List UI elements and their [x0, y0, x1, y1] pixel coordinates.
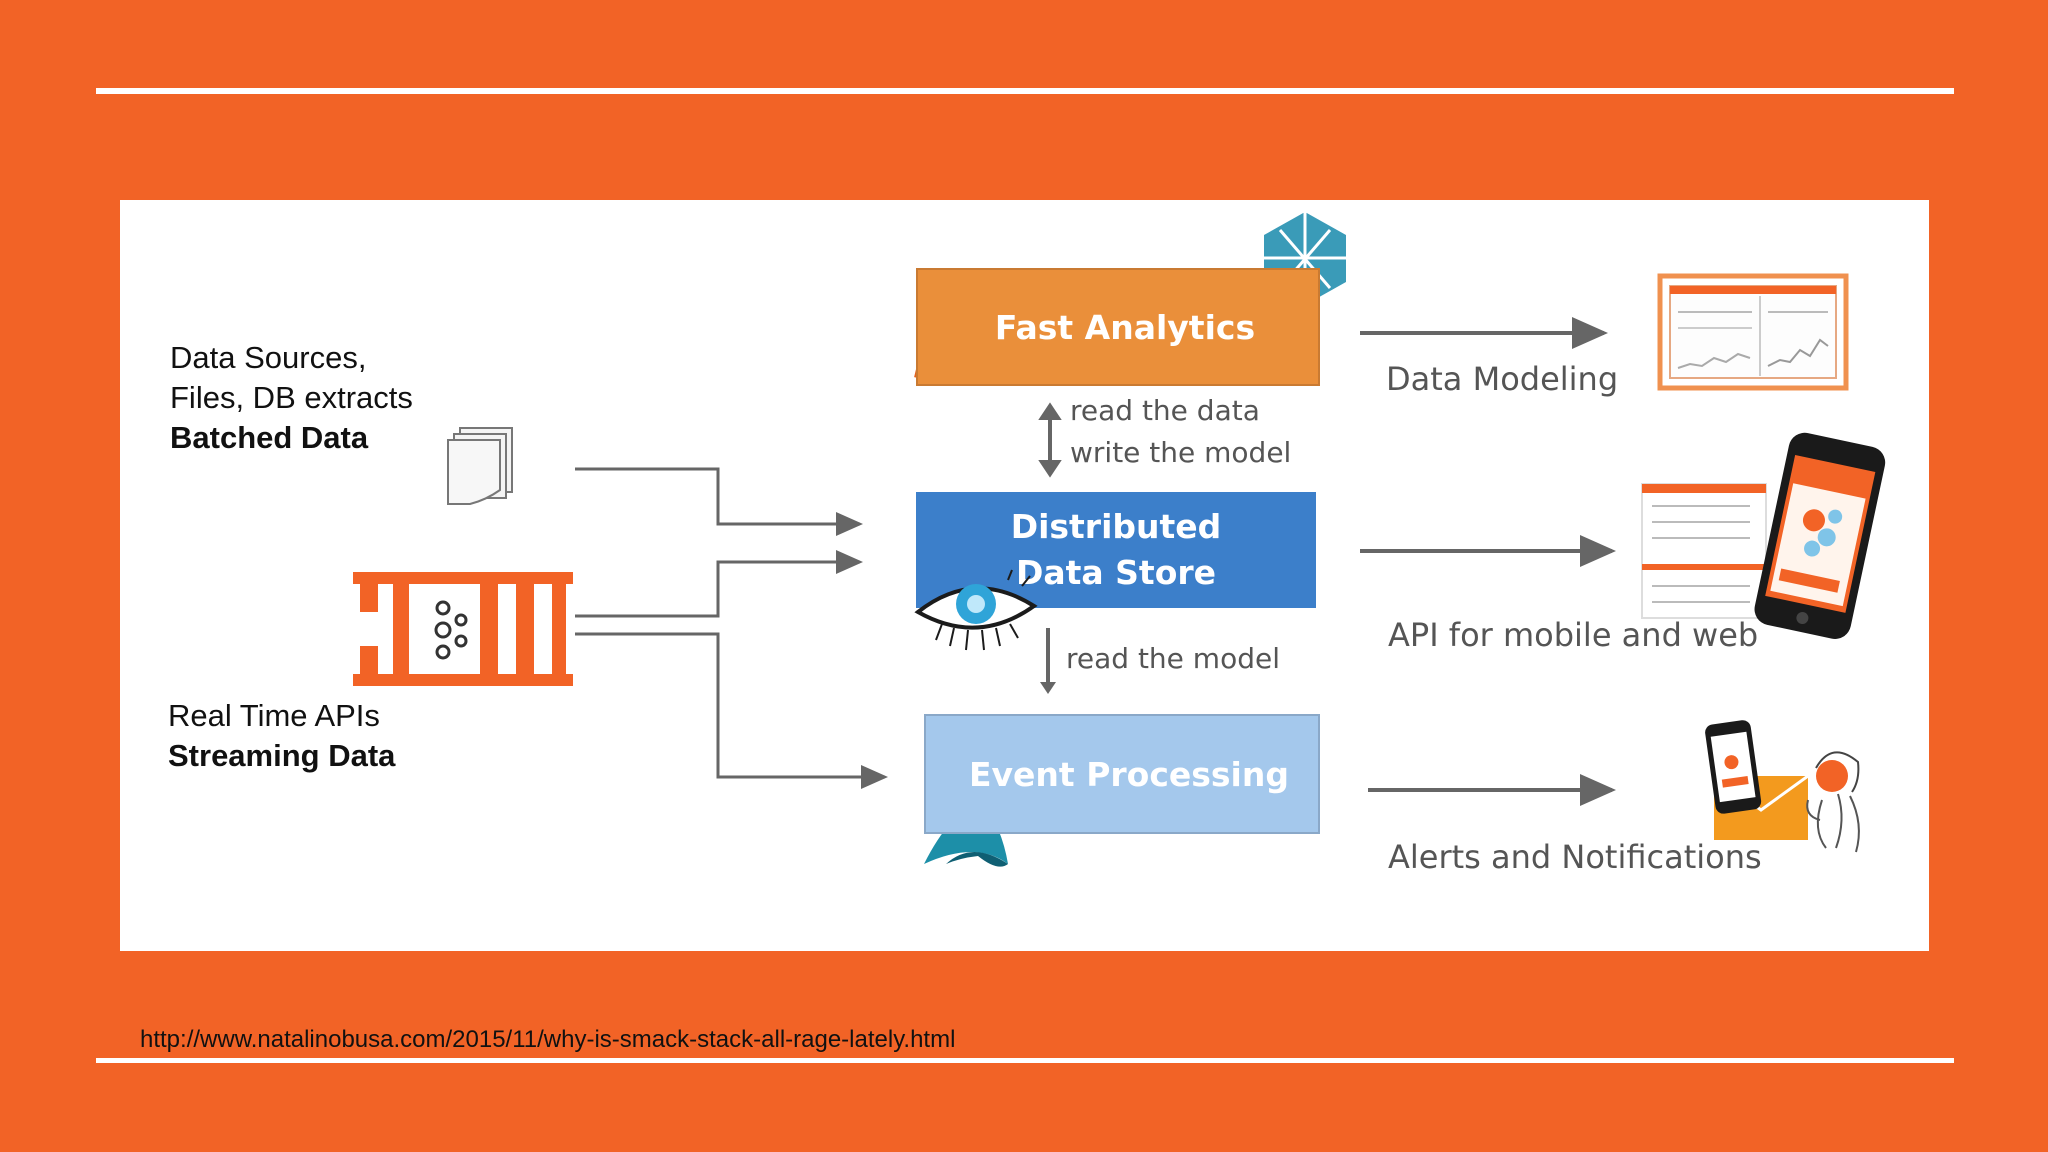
source-flow-lines	[575, 467, 888, 789]
dashboard-thumbnail-icon	[1657, 273, 1849, 391]
event-processing-label: Event Processing	[969, 754, 1289, 794]
mobile-phone-icon	[1641, 432, 1886, 639]
stream-line-1: Real Time APIs	[168, 698, 380, 733]
api-label: API for mobile and web	[1388, 616, 1759, 654]
bottom-rule	[96, 1058, 1954, 1063]
distributed-line-1: Distributed	[1010, 507, 1222, 546]
read-model-label: read the model	[1066, 642, 1280, 675]
fast-analytics-box: Fast Analytics	[916, 268, 1320, 386]
read-write-arrow	[1038, 402, 1062, 478]
source-url: http://www.natalinobusa.com/2015/11/why-…	[140, 1026, 956, 1053]
notification-person-icon	[1705, 720, 1860, 853]
alerts-label: Alerts and Notifications	[1388, 838, 1762, 876]
read-model-arrow	[1040, 628, 1056, 694]
output-arrows	[1360, 317, 1616, 806]
batch-bold: Batched Data	[170, 420, 369, 455]
kafka-queue-icon	[353, 572, 573, 686]
read-data-label: read the data	[1070, 394, 1260, 427]
stream-source-label: Real Time APIs Streaming Data	[168, 696, 395, 776]
cassandra-eye-icon	[914, 569, 1038, 651]
fast-analytics-label: Fast Analytics	[994, 307, 1256, 347]
batch-line-2: Files, DB extracts	[170, 380, 413, 415]
batch-source-label: Data Sources, Files, DB extracts Batched…	[170, 338, 413, 458]
write-model-label: write the model	[1070, 436, 1292, 469]
diagram-panel: Data Sources, Files, DB extracts Batched…	[120, 200, 1929, 951]
event-processing-box: Event Processing	[924, 714, 1320, 834]
diagram-canvas	[353, 212, 1886, 867]
stream-bold: Streaming Data	[168, 738, 396, 773]
top-rule	[96, 88, 1954, 94]
data-modeling-label: Data Modeling	[1386, 360, 1619, 398]
distributed-line-2: Data Store	[1015, 553, 1217, 592]
batch-line-1: Data Sources,	[170, 340, 367, 375]
file-stack-icon	[447, 427, 513, 505]
